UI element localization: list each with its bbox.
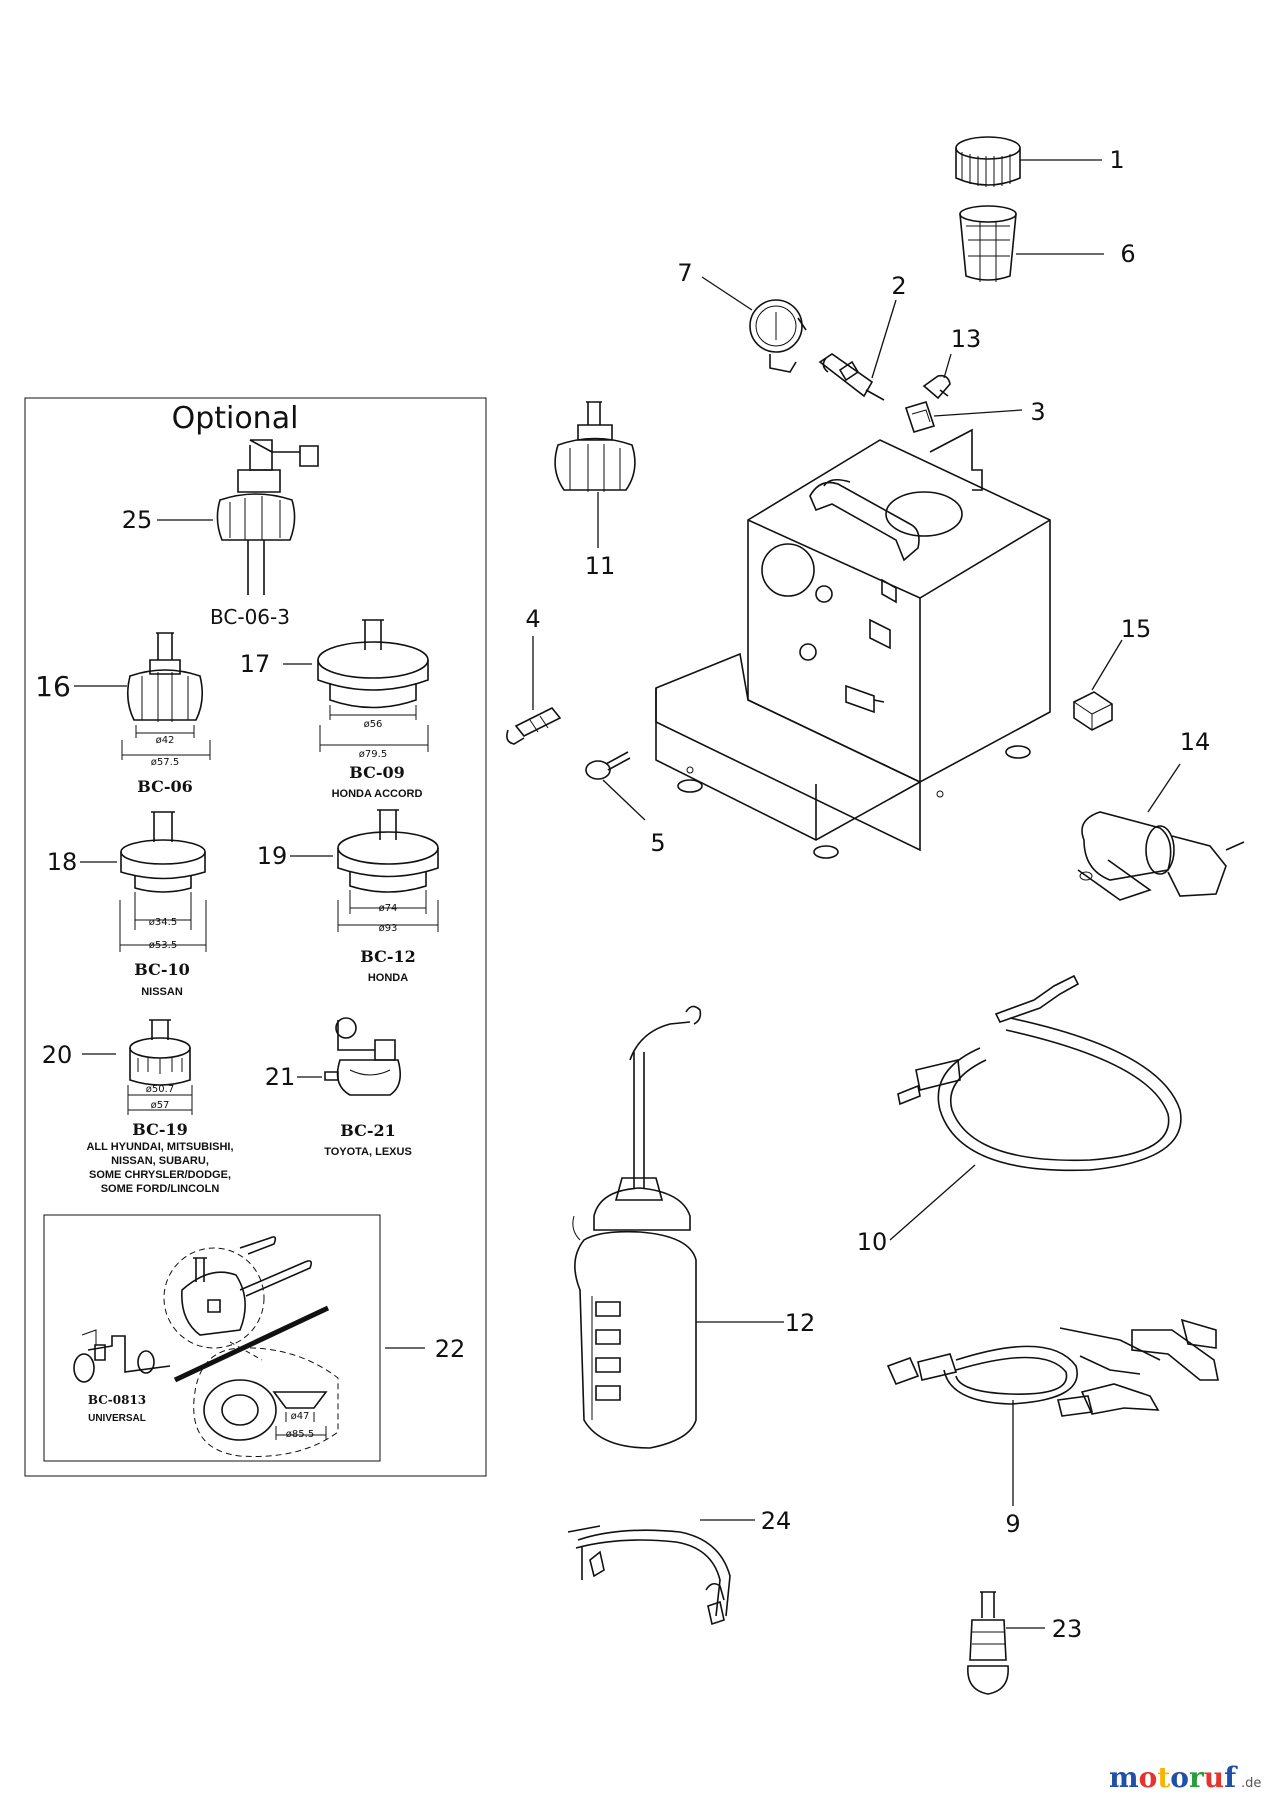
code-bc-21: BC-21 [340, 1121, 395, 1140]
part-3-switch [904, 401, 936, 433]
vehicle-bc-12: HONDA [368, 972, 408, 984]
code-bc-06: BC-06 [137, 777, 192, 796]
part-4-fitting [506, 706, 562, 745]
adapter-bc-19 [127, 1019, 193, 1115]
callout-2: 2 [891, 272, 906, 300]
vehicle-bc-09: HONDA ACCORD [332, 788, 423, 800]
dim-bc10-inner: ø34.5 [149, 917, 177, 928]
watermark-logo: motoruf .de [1109, 1761, 1261, 1794]
dim-bc06-outer: ø57.5 [151, 757, 179, 768]
adapter-25 [216, 439, 319, 595]
callout-21: 21 [265, 1063, 296, 1091]
vehicle-bc-19-line2: NISSAN, SUBARU, [111, 1155, 209, 1167]
dim-bc12-inner: ø74 [379, 903, 398, 914]
optional-border [24, 397, 487, 1477]
part-5-sensor [585, 751, 631, 780]
adapter-bc-06 [121, 632, 211, 760]
watermark-tld: .de [1241, 1776, 1261, 1791]
part-10-hose [897, 974, 1182, 1172]
callout-16: 16 [35, 670, 71, 703]
vehicle-bc-10: NISSAN [141, 986, 183, 998]
callout-9: 9 [1005, 1510, 1020, 1538]
callout-23: 23 [1052, 1615, 1083, 1643]
part-23-adapter [967, 1591, 1009, 1695]
part-12-bottle [572, 1005, 702, 1449]
callout-22: 22 [435, 1335, 466, 1363]
dim-bc19-outer: ø57 [151, 1100, 170, 1111]
part-14-pump [1077, 811, 1245, 901]
callout-24: 24 [761, 1507, 792, 1535]
callout-12: 12 [785, 1309, 816, 1337]
part-1-cap [955, 136, 1021, 187]
dim-bc06-inner: ø42 [156, 735, 175, 746]
part-24-hanger [567, 1525, 731, 1626]
callout-3: 3 [1030, 398, 1045, 426]
callout-18: 18 [47, 848, 78, 876]
code-bc-19: BC-19 [132, 1120, 187, 1139]
vehicle-bc-19-line1: ALL HYUNDAI, MITSUBISHI, [86, 1141, 233, 1153]
machine-body [655, 428, 1051, 859]
dim-bc09-outer: ø79.5 [359, 749, 387, 760]
callout-19: 19 [257, 842, 288, 870]
optional-title: Optional [172, 401, 299, 436]
vehicle-bc-19-line4: SOME FORD/LINCOLN [101, 1183, 220, 1195]
vehicle-bc-21: TOYOTA, LEXUS [324, 1146, 412, 1158]
code-bc-12: BC-12 [360, 947, 415, 966]
dim-bc09-inner: ø56 [364, 719, 383, 730]
part-13-bulb [922, 374, 951, 400]
dim-bc12-outer: ø93 [379, 923, 398, 934]
dim-bc0813-inner: ø47 [291, 1411, 310, 1422]
part-2-valve [818, 353, 885, 401]
code-bc-10: BC-10 [134, 960, 189, 979]
callout-6: 6 [1120, 240, 1135, 268]
callout-15: 15 [1121, 615, 1152, 643]
part-6-filter [959, 205, 1017, 282]
code-bc-0813: BC-0813 [88, 1393, 146, 1407]
adapter-bc-09 [317, 619, 429, 752]
adapter-bc-21 [324, 1017, 401, 1096]
callout-4: 4 [525, 605, 540, 633]
callout-13: 13 [951, 325, 982, 353]
part-15-block [1073, 691, 1113, 731]
dim-bc0813-outer: ø85.5 [286, 1429, 314, 1440]
code-bc-09: BC-09 [349, 763, 404, 782]
vehicle-bc-0813: UNIVERSAL [88, 1413, 146, 1424]
vehicle-bc-19-line3: SOME CHRYSLER/DODGE, [89, 1169, 231, 1181]
callout-20: 20 [42, 1041, 73, 1069]
callout-10: 10 [857, 1228, 888, 1256]
adapter-bc-12 [337, 809, 439, 932]
part-11-adapter [554, 401, 636, 492]
part-9-power-cable [886, 1318, 1219, 1417]
adapter-bc-10 [119, 811, 207, 952]
dim-bc10-outer: ø53.5 [149, 940, 177, 951]
callout-17: 17 [240, 650, 271, 678]
code-bc-06-3: BC-06-3 [210, 605, 290, 629]
kit-border [43, 1214, 381, 1462]
watermark-brand: motoruf [1109, 1761, 1238, 1794]
callout-1: 1 [1109, 146, 1124, 174]
callout-7: 7 [677, 259, 692, 287]
callout-11: 11 [585, 552, 616, 580]
callout-5: 5 [650, 829, 665, 857]
callout-14: 14 [1180, 728, 1211, 756]
optional-box: Optional [24, 397, 487, 1477]
callout-25: 25 [122, 506, 153, 534]
part-7-gauge [749, 299, 807, 373]
adapter-bc-0813-kit [43, 1214, 381, 1462]
dim-bc19-inner: ø50.7 [146, 1084, 174, 1095]
